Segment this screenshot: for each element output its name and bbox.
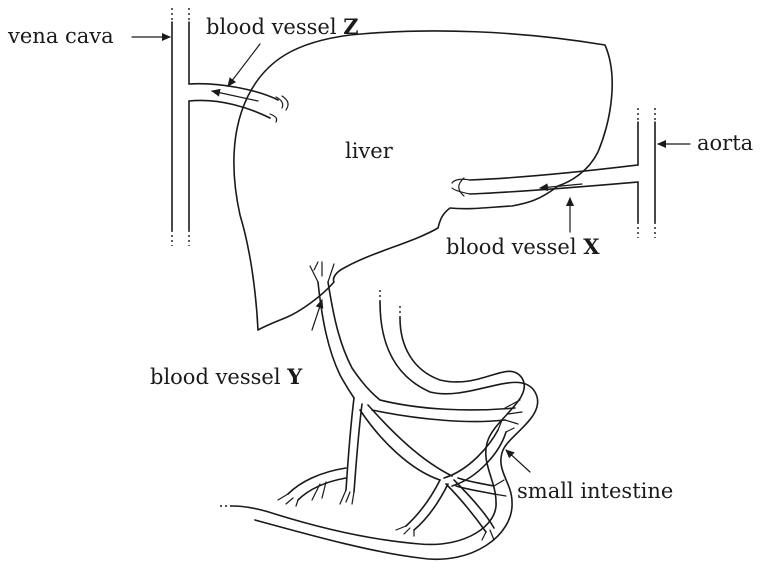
svg-text:aorta: aorta xyxy=(697,131,753,155)
small-intestine xyxy=(218,290,538,559)
label-blood-vessel-y: blood vessel Y xyxy=(150,364,303,389)
blood-vessel-x xyxy=(452,165,638,196)
vessel-y-flow-arrow xyxy=(312,300,322,330)
svg-text:blood vessel Y: blood vessel Y xyxy=(150,364,303,389)
label-aorta: aorta xyxy=(658,131,753,155)
svg-text:small intestine: small intestine xyxy=(517,479,673,503)
label-vena-cava: vena cava xyxy=(7,24,170,48)
svg-text:blood vessel X: blood vessel X xyxy=(446,234,600,259)
label-liver: liver xyxy=(345,139,394,163)
label-small-intestine: small intestine xyxy=(506,450,673,503)
vena-cava-vessel xyxy=(172,8,189,246)
aorta-vessel xyxy=(638,108,655,238)
vessel-z-flow-arrow xyxy=(212,91,258,101)
blood-vessel-z xyxy=(189,84,288,122)
svg-text:blood vessel Z: blood vessel Z xyxy=(206,14,359,39)
blood-vessel-y xyxy=(278,262,522,540)
svg-text:vena cava: vena cava xyxy=(7,24,114,48)
liver-outline xyxy=(234,31,612,330)
label-blood-vessel-z: blood vessel Z xyxy=(206,14,359,86)
label-blood-vessel-x: blood vessel X xyxy=(446,198,600,259)
